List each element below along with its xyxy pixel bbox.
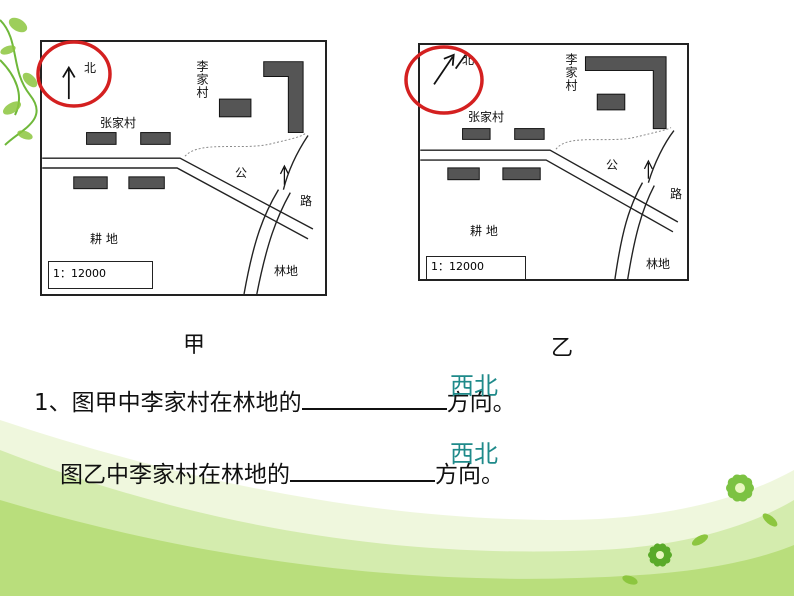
branch-road <box>614 130 675 279</box>
village-zhang-label: 张家村 <box>100 116 137 130</box>
question-2-answer: 西北 <box>450 440 498 468</box>
farmland-label: 耕 地 <box>470 224 498 238</box>
road-gong-label: 公 <box>235 166 248 180</box>
main-road <box>42 157 314 240</box>
road-gong-label: 公 <box>606 158 619 172</box>
road-lu-label: 路 <box>670 187 683 201</box>
farmland-label: 耕 地 <box>90 232 118 246</box>
north-label: 北 <box>462 53 475 67</box>
map-a-drawing <box>42 61 314 294</box>
question-2-blank[interactable] <box>290 462 435 482</box>
dotted-path <box>184 132 307 157</box>
buildings <box>73 61 304 190</box>
question-1-blank[interactable] <box>301 390 447 410</box>
bottom-green-swoosh <box>0 420 794 596</box>
north-arrow-icon <box>433 53 467 85</box>
question-1-suffix: 方向。 <box>446 390 516 416</box>
scale-label: 1：12000 <box>48 261 153 289</box>
bottom-right-flower-decoration <box>622 474 778 585</box>
caption-a: 甲 <box>183 333 206 358</box>
question-1-answer: 西北 <box>450 372 498 400</box>
question-2-suffix: 方向。 <box>435 462 504 488</box>
question-1-prefix: 1、图甲中李家村在林地的 <box>34 390 302 416</box>
main-road <box>420 149 679 233</box>
north-label: 北 <box>84 61 97 75</box>
village-zhang-label: 张家村 <box>468 110 505 124</box>
direction-arrow-icon <box>643 159 653 179</box>
direction-arrow-icon <box>279 164 289 185</box>
map-b-drawing <box>420 53 679 279</box>
dotted-path <box>555 127 672 150</box>
forest-label: 林地 <box>274 264 299 278</box>
map-b: 北 李家村 张家村 公 路 耕 地 林地 1：12000 <box>418 43 689 281</box>
question-2-prefix: 图乙中李家村在林地的 <box>60 462 290 488</box>
forest-label: 林地 <box>646 257 671 271</box>
caption-b: 乙 <box>551 336 574 361</box>
map-a: 北 李家村 张家村 公 路 耕 地 林地 1：12000 <box>40 40 327 296</box>
road-lu-label: 路 <box>300 194 313 208</box>
question-1: 1、图甲中李家村在林地的 方向。 <box>34 383 516 417</box>
buildings <box>447 56 667 181</box>
top-left-leaf-cluster <box>0 17 38 140</box>
north-arrow-icon <box>62 65 76 100</box>
village-li-label: 李家村 <box>195 60 209 99</box>
question-2: 图乙中李家村在林地的 方向。 <box>60 455 504 489</box>
scale-label: 1：12000 <box>426 256 526 280</box>
village-li-label: 李家村 <box>564 53 578 92</box>
